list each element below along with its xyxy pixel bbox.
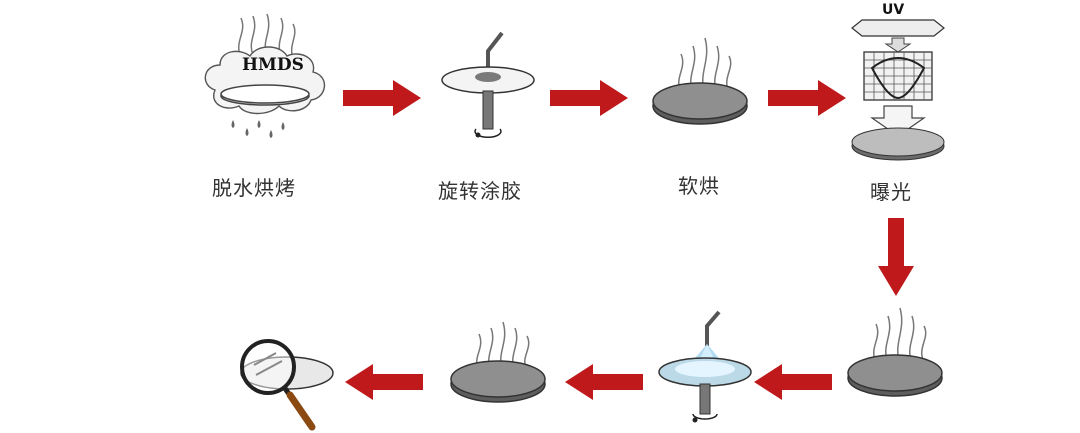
step-label-spin-coat: 旋转涂胶 (438, 179, 522, 203)
arrow-right-2 (550, 80, 628, 116)
arrow-left-2 (565, 364, 643, 400)
hmds-text: HMDS (242, 55, 304, 75)
step-label-dehydration-bake: 脱水烘烤 (212, 176, 296, 200)
arrow-left-3 (345, 364, 423, 400)
arrow-left-1 (754, 364, 832, 400)
step-label-soft-bake: 软烘 (678, 174, 720, 198)
develop-illustration (658, 310, 752, 423)
arrow-right-3 (768, 80, 846, 116)
arrow-down (878, 218, 914, 296)
dehydration-bake-illustration (204, 13, 326, 138)
arrow-right-1 (343, 80, 421, 116)
exposure-illustration (851, 19, 945, 161)
hard-bake-illustration (450, 321, 546, 403)
soft-bake-illustration (652, 37, 748, 125)
uv-text: UV (882, 2, 905, 18)
post-exposure-bake-illustration (847, 307, 943, 397)
spin-coat-illustration (441, 31, 535, 139)
inspection-illustration (240, 339, 334, 431)
step-label-exposure: 曝光 (870, 180, 912, 204)
